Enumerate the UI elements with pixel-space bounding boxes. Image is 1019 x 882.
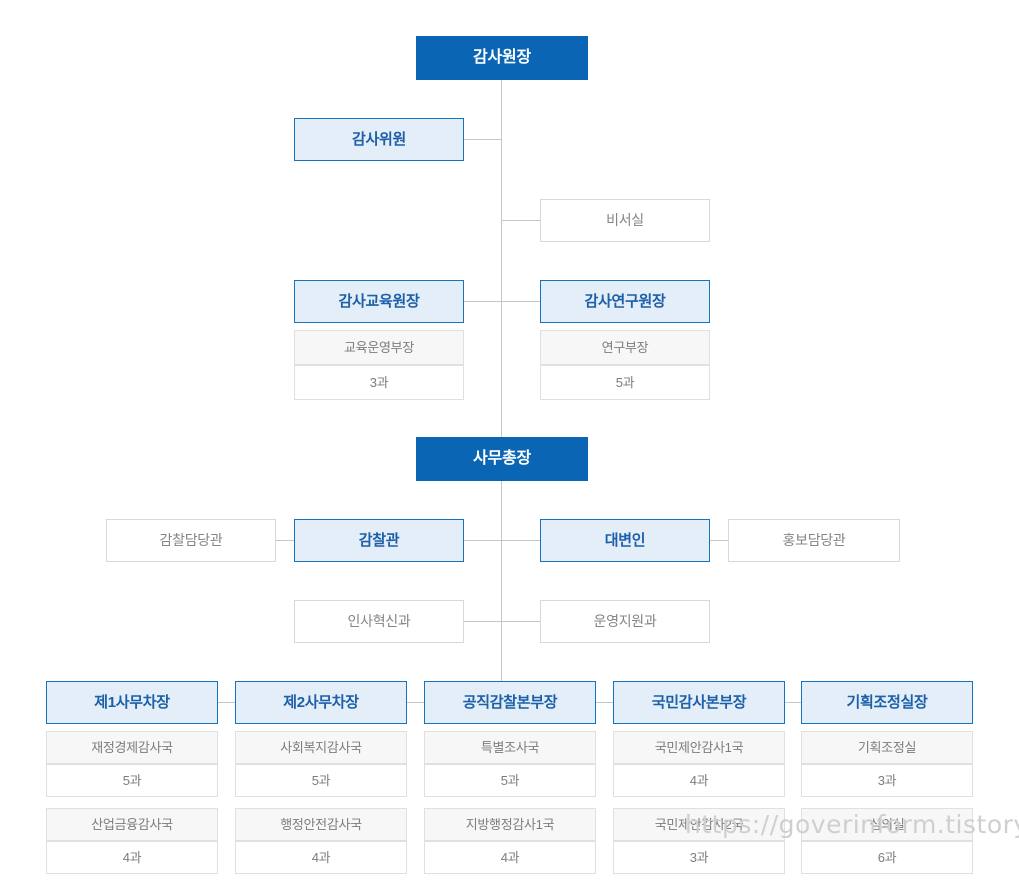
node-inspection-director[interactable]: 감찰관 — [294, 519, 464, 562]
bottom-column-unit-name-2-0[interactable]: 특별조사국 — [424, 731, 596, 764]
connector-bottom-3-4 — [596, 702, 613, 703]
bottom-column-unit-count-0-0[interactable]: 5과 — [46, 764, 218, 797]
connector-secretariat-office — [501, 220, 541, 221]
bottom-column-header-4[interactable]: 기획조정실장 — [801, 681, 973, 724]
connector-pr-officer — [710, 540, 728, 541]
node-research-unit-name[interactable]: 연구부장 — [540, 330, 710, 365]
connector-bottom-1-2 — [218, 702, 235, 703]
connector-bottom-2-3 — [407, 702, 424, 703]
node-hr-innovation[interactable]: 인사혁신과 — [294, 600, 464, 643]
bottom-column-unit-name-3-1[interactable]: 국민제안감사2국 — [613, 808, 785, 841]
node-education-unit-count[interactable]: 3과 — [294, 365, 464, 400]
bottom-column-unit-count-1-1[interactable]: 4과 — [235, 841, 407, 874]
bottom-column-unit-name-0-1[interactable]: 산업금융감사국 — [46, 808, 218, 841]
bottom-column-unit-count-3-1[interactable]: 3과 — [613, 841, 785, 874]
bottom-column-unit-name-3-0[interactable]: 국민제안감사1국 — [613, 731, 785, 764]
connector-chairman-spine — [501, 80, 502, 437]
node-secretary-general[interactable]: 사무총장 — [416, 437, 588, 481]
bottom-column-unit-name-4-1[interactable]: 심의실 — [801, 808, 973, 841]
node-pr-officer[interactable]: 홍보담당관 — [728, 519, 900, 562]
node-secretariat-office[interactable]: 비서실 — [540, 199, 710, 242]
bottom-column-unit-count-4-0[interactable]: 3과 — [801, 764, 973, 797]
bottom-column-unit-count-2-1[interactable]: 4과 — [424, 841, 596, 874]
bottom-column-unit-name-1-0[interactable]: 사회복지감사국 — [235, 731, 407, 764]
bottom-column-unit-count-0-1[interactable]: 4과 — [46, 841, 218, 874]
node-education-unit-name[interactable]: 교육운영부장 — [294, 330, 464, 365]
bottom-column-unit-count-1-0[interactable]: 5과 — [235, 764, 407, 797]
connector-inspection-director — [464, 540, 502, 541]
connector-hr-innovation — [464, 621, 502, 622]
node-inspection-officer[interactable]: 감찰담당관 — [106, 519, 276, 562]
bottom-column-unit-name-1-1[interactable]: 행정안전감사국 — [235, 808, 407, 841]
node-research-unit-count[interactable]: 5과 — [540, 365, 710, 400]
connector-spokesperson — [501, 540, 540, 541]
connector-inspection-officer — [276, 540, 294, 541]
connector-operations-support — [501, 621, 540, 622]
node-commissioner[interactable]: 감사위원 — [294, 118, 464, 161]
node-chairman[interactable]: 감사원장 — [416, 36, 588, 80]
bottom-column-unit-name-4-0[interactable]: 기획조정실 — [801, 731, 973, 764]
connector-secretary-general-spine — [501, 481, 502, 683]
bottom-column-header-1[interactable]: 제2사무차장 — [235, 681, 407, 724]
bottom-column-header-2[interactable]: 공직감찰본부장 — [424, 681, 596, 724]
node-spokesperson[interactable]: 대변인 — [540, 519, 710, 562]
connector-commissioner — [464, 139, 502, 140]
connector-education-research — [464, 301, 541, 302]
node-research-head[interactable]: 감사연구원장 — [540, 280, 710, 323]
bottom-column-unit-name-2-1[interactable]: 지방행정감사1국 — [424, 808, 596, 841]
node-education-head[interactable]: 감사교육원장 — [294, 280, 464, 323]
bottom-column-unit-count-4-1[interactable]: 6과 — [801, 841, 973, 874]
bottom-column-header-3[interactable]: 국민감사본부장 — [613, 681, 785, 724]
bottom-column-unit-name-0-0[interactable]: 재정경제감사국 — [46, 731, 218, 764]
node-operations-support[interactable]: 운영지원과 — [540, 600, 710, 643]
bottom-column-unit-count-3-0[interactable]: 4과 — [613, 764, 785, 797]
bottom-column-header-0[interactable]: 제1사무차장 — [46, 681, 218, 724]
bottom-column-unit-count-2-0[interactable]: 5과 — [424, 764, 596, 797]
connector-bottom-4-5 — [784, 702, 801, 703]
